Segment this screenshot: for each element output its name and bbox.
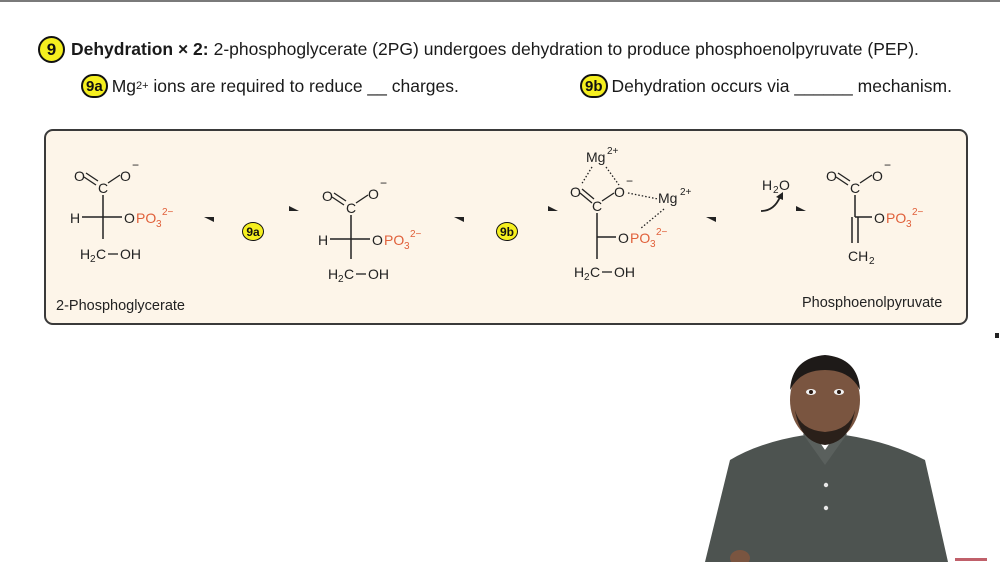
svg-text:2−: 2−	[162, 207, 174, 218]
step-badge: 9	[38, 36, 65, 63]
svg-text:C: C	[346, 200, 356, 216]
instructor-figure	[705, 355, 948, 562]
title-bold: Dehydration × 2:	[71, 39, 209, 59]
svg-text:OH: OH	[120, 246, 141, 262]
svg-text:OH: OH	[368, 266, 389, 282]
question-9a-text: ions are required to reduce __ charges.	[148, 75, 459, 96]
svg-text:2−: 2−	[410, 229, 422, 240]
svg-text:O: O	[874, 210, 885, 226]
accent-bar	[955, 558, 987, 561]
question-badge-9b: 9b	[580, 74, 608, 98]
equilibrium-arrow-9b	[454, 206, 558, 222]
svg-text:OH: OH	[614, 264, 635, 280]
top-border	[0, 0, 1000, 2]
svg-text:O: O	[826, 168, 837, 184]
svg-text:O: O	[124, 210, 135, 226]
question-9b-text: Dehydration occurs via ______ mechanism.	[611, 75, 952, 96]
svg-text:O: O	[570, 184, 581, 200]
svg-text:2: 2	[90, 254, 96, 265]
svg-text:−: −	[132, 158, 139, 172]
svg-text:−: −	[626, 174, 633, 188]
svg-text:C: C	[344, 266, 354, 282]
svg-text:C: C	[850, 180, 860, 196]
svg-text:2: 2	[869, 256, 875, 267]
svg-text:C: C	[592, 198, 602, 214]
title-text: 2-phosphoglycerate (2PG) undergoes dehyd…	[213, 39, 919, 59]
svg-text:PO: PO	[384, 232, 404, 248]
svg-text:3: 3	[404, 241, 410, 252]
equilibrium-arrow-9a	[204, 206, 299, 222]
svg-text:Mg: Mg	[658, 190, 677, 206]
svg-text:H: H	[762, 177, 772, 193]
svg-text:O: O	[618, 230, 629, 246]
svg-text:2: 2	[338, 274, 344, 285]
svg-text:C: C	[96, 246, 106, 262]
svg-text:Mg: Mg	[586, 149, 605, 165]
end-molecule-label: Phosphoenolpyruvate	[802, 295, 943, 311]
svg-text:O: O	[322, 188, 333, 204]
svg-text:CH: CH	[848, 248, 868, 264]
svg-text:O: O	[614, 184, 625, 200]
svg-text:C: C	[98, 180, 108, 196]
svg-text:−: −	[380, 176, 387, 190]
svg-text:O: O	[779, 177, 790, 193]
svg-text:C: C	[590, 264, 600, 280]
svg-text:H: H	[80, 246, 90, 262]
svg-text:O: O	[368, 186, 379, 202]
instructor-video	[700, 350, 990, 562]
svg-text:2−: 2−	[912, 207, 924, 218]
start-molecule-label: 2-Phosphoglycerate	[56, 298, 185, 314]
svg-text:PO: PO	[136, 210, 156, 226]
question-badge-9a: 9a	[81, 74, 108, 98]
question-9a-sup: 2+	[136, 80, 149, 92]
edge-marker	[995, 333, 999, 338]
svg-text:PO: PO	[630, 230, 650, 246]
question-9b: 9b Dehydration occurs via ______ mechani…	[580, 74, 952, 98]
svg-text:3: 3	[906, 219, 912, 230]
arrow-badge-9a: 9a	[242, 222, 264, 241]
svg-text:−: −	[884, 158, 891, 172]
svg-text:2−: 2−	[656, 227, 668, 238]
svg-text:2: 2	[584, 272, 590, 283]
svg-text:H: H	[574, 264, 584, 280]
svg-text:PO: PO	[886, 210, 906, 226]
svg-text:H: H	[318, 232, 328, 248]
svg-text:3: 3	[156, 219, 162, 230]
svg-text:2: 2	[773, 185, 779, 196]
svg-text:2+: 2+	[607, 146, 619, 157]
svg-text:O: O	[872, 168, 883, 184]
question-9a-pre: Mg	[111, 75, 136, 96]
svg-text:3: 3	[650, 239, 656, 250]
step-title: 9 Dehydration × 2: 2-phosphoglycerate (2…	[38, 36, 919, 63]
svg-text:H: H	[328, 266, 338, 282]
arrow-badge-9b: 9b	[496, 222, 518, 241]
svg-text:2+: 2+	[680, 187, 692, 198]
svg-text:O: O	[74, 168, 85, 184]
svg-text:O: O	[120, 168, 131, 184]
svg-text:O: O	[372, 232, 383, 248]
svg-text:H: H	[70, 210, 80, 226]
